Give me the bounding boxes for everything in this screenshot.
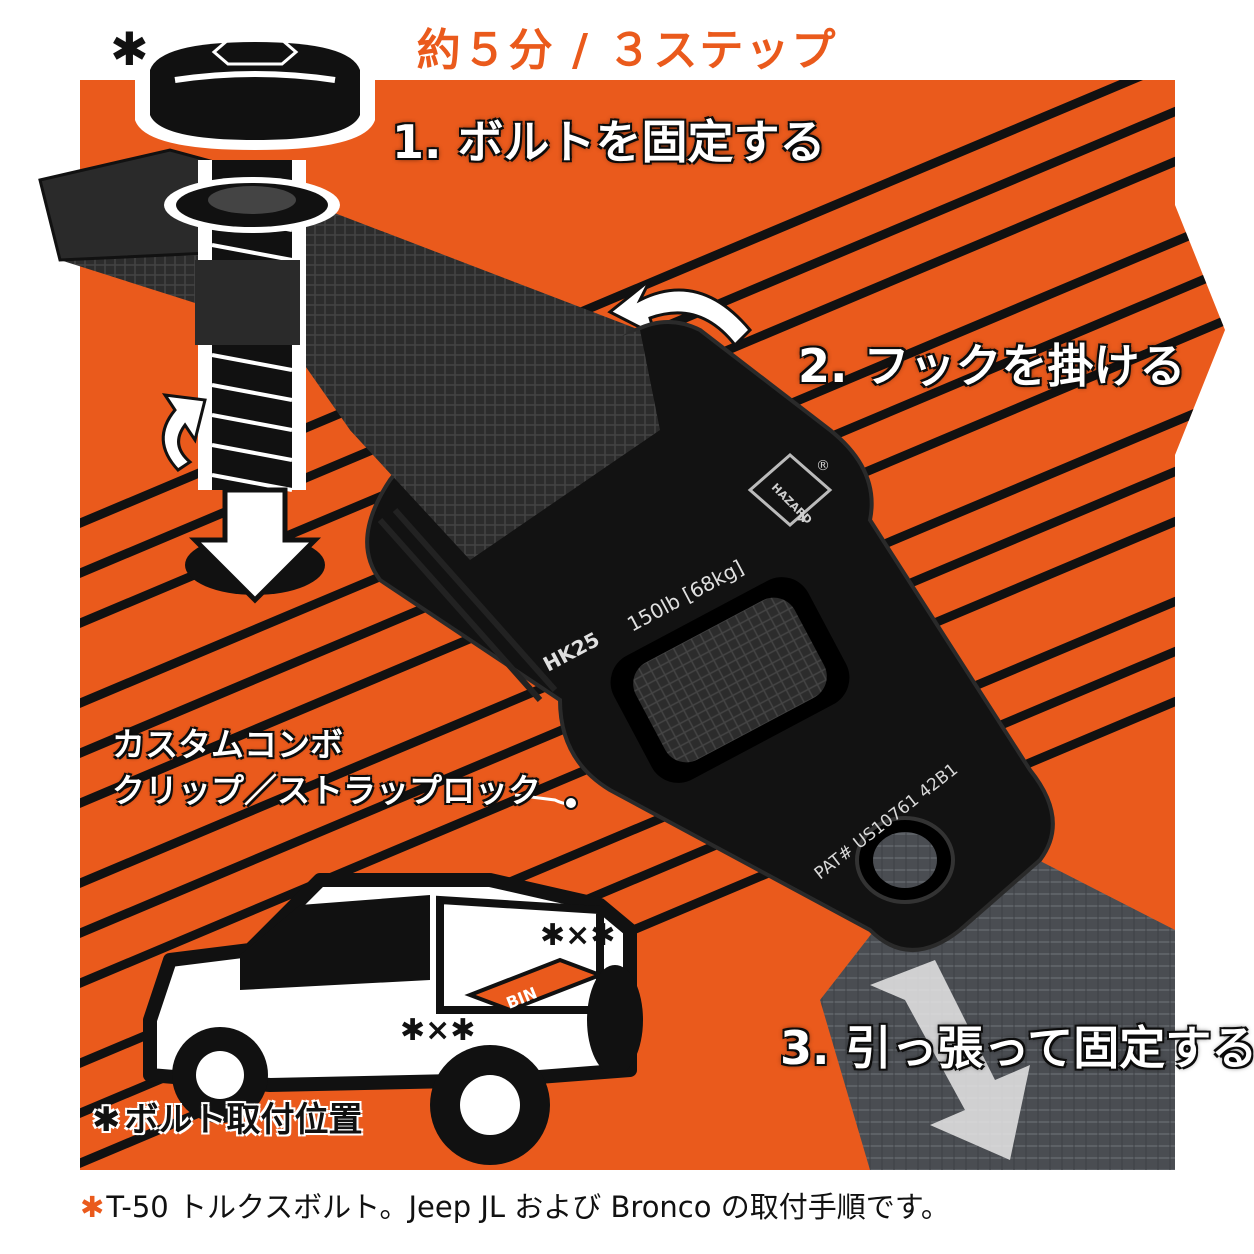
callout-dot bbox=[564, 796, 578, 810]
hazard4-logo-icon bbox=[747, 453, 833, 527]
hook-body bbox=[350, 320, 1055, 952]
footer-asterisk-icon: ✱ bbox=[80, 1190, 105, 1224]
bolt-asterisk-icon: ✱ bbox=[110, 22, 149, 76]
clip-callout-line1: カスタムコンボ bbox=[112, 725, 343, 764]
pull-arrow-icon bbox=[870, 960, 1030, 1160]
step-1-label: 1. ボルトを固定する bbox=[392, 115, 826, 169]
bolt-location-note: ✱ボルト取付位置 bbox=[92, 1092, 363, 1141]
hook-brand-number: 4 bbox=[797, 511, 806, 526]
footer-text: T-50 トルクスボルト。Jeep JL および Bronco の取付手順です。 bbox=[106, 1190, 950, 1224]
rotate-arrow-icon bbox=[161, 393, 207, 472]
bolt-illustration bbox=[135, 30, 375, 604]
asterisk-icon: ✱ bbox=[92, 1100, 121, 1140]
hook-registered: ® bbox=[816, 458, 830, 474]
clip-callout: カスタムコンボ クリップ／ストラップロック bbox=[112, 722, 541, 814]
jeep-illustration: BIN bbox=[143, 873, 643, 1165]
step-2-label: 2. フックを掛ける bbox=[798, 339, 1186, 393]
bolt-location-text: ボルト取付位置 bbox=[124, 1100, 363, 1140]
clip-callout-line2: クリップ／ストラップロック bbox=[112, 771, 541, 810]
headline: 約５分 / ３ステップ bbox=[416, 25, 838, 76]
footer-note: ✱T-50 トルクスボルト。Jeep JL および Bronco の取付手順です… bbox=[80, 1184, 950, 1226]
car-mark-lower: ✱×✱ bbox=[400, 1013, 475, 1048]
step-3-label: 3. 引っ張って固定する bbox=[780, 1021, 1254, 1075]
car-mark-upper: ✱×✱ bbox=[540, 918, 615, 953]
